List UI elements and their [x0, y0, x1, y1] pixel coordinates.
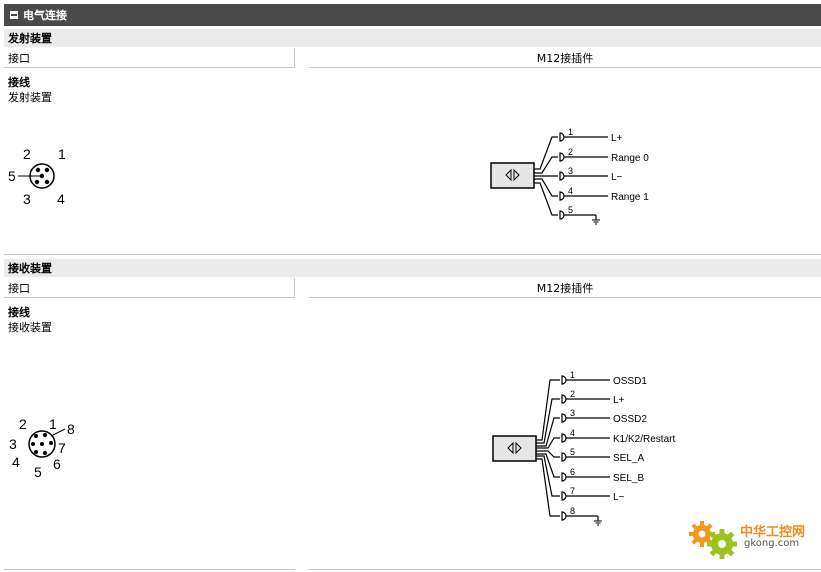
- receiver-pin-3: 3: [9, 436, 17, 452]
- receiver-wire-num-5: 5: [570, 447, 575, 457]
- ground-icon: [592, 219, 600, 225]
- section-divider: [4, 254, 821, 255]
- receiver-wire-num-2: 2: [570, 389, 575, 399]
- receiver-section-title: 接收装置: [8, 262, 52, 275]
- emitter-wire-num-3: 3: [568, 166, 573, 176]
- emitter-wire-label-3: L−: [611, 172, 623, 183]
- collapse-minus-icon[interactable]: [10, 11, 18, 19]
- receiver-pin-2: 2: [19, 416, 27, 432]
- receiver-wire-num-1: 1: [570, 370, 575, 380]
- emitter-wire-num-5: 5: [568, 205, 573, 215]
- emitter-wiring-subtitle: 发射装置: [8, 91, 52, 104]
- site-watermark: 中华工控网 gkong.com: [686, 516, 816, 566]
- watermark-title: 中华工控网: [740, 525, 806, 540]
- gears-logo-icon: [689, 521, 737, 559]
- emitter-wiring-title: 接线: [8, 76, 30, 89]
- sensor-box-icon: [492, 435, 537, 462]
- receiver-interface-label-text: 接口: [8, 281, 30, 295]
- emitter-interface-label-text: 接口: [8, 51, 30, 65]
- receiver-wire-label-7: L−: [613, 492, 625, 503]
- panel-header[interactable]: 电气连接: [4, 4, 821, 26]
- emitter-interface-value: M12接插件: [309, 48, 821, 68]
- receiver-wire-label-5: SEL_A: [613, 453, 644, 464]
- emitter-pin-2: 2: [23, 146, 31, 162]
- emitter-pin-5: 5: [8, 168, 16, 184]
- emitter-section-title: 发射装置: [8, 32, 52, 45]
- receiver-wiring-subtitle: 接收装置: [8, 321, 52, 334]
- receiver-connector-pinout: 2 1 8 3 7 4 6 5: [9, 416, 75, 480]
- receiver-interface-label: 接口: [4, 278, 295, 298]
- receiver-interface-value: M12接插件: [309, 278, 821, 298]
- ground-icon: [594, 520, 602, 526]
- emitter-wire-label-1: L+: [611, 133, 623, 144]
- receiver-wire-num-8: 8: [570, 506, 575, 516]
- receiver-pin-7: 7: [58, 440, 66, 456]
- emitter-pin-3: 3: [23, 191, 31, 207]
- emitter-interface-label: 接口: [4, 48, 295, 68]
- emitter-wire-num-2: 2: [568, 147, 573, 157]
- emitter-section-header: 发射装置: [4, 29, 821, 47]
- receiver-section-header: 接收装置: [4, 259, 821, 277]
- receiver-wire-label-3: OSSD2: [613, 414, 647, 425]
- receiver-wire-num-4: 4: [570, 428, 575, 438]
- receiver-interface-value-text: M12接插件: [536, 281, 594, 295]
- sensor-box-icon: [490, 162, 535, 189]
- bottom-divider-right: [309, 569, 821, 570]
- receiver-pin-1: 1: [49, 416, 57, 432]
- emitter-wire-label-2: Range 0: [611, 153, 649, 164]
- receiver-pin-8: 8: [67, 421, 75, 437]
- emitter-wire-num-4: 4: [568, 186, 573, 196]
- panel-title: 电气连接: [23, 9, 67, 22]
- receiver-wiring-title: 接线: [8, 306, 30, 319]
- bottom-divider-left: [4, 569, 295, 570]
- receiver-pin-4: 4: [12, 454, 20, 470]
- receiver-wire-label-4: K1/K2/Restart: [613, 434, 675, 445]
- emitter-wiring-diagram: 1 2 3 4 5 L+ Range 0 L− Range 1: [490, 127, 649, 225]
- watermark-subtitle: gkong.com: [744, 538, 800, 549]
- emitter-pin-1: 1: [58, 146, 66, 162]
- receiver-wire-label-6: SEL_B: [613, 473, 644, 484]
- receiver-wire-label-1: OSSD1: [613, 376, 647, 387]
- receiver-wire-num-7: 7: [570, 486, 575, 496]
- receiver-wire-label-2: L+: [613, 395, 625, 406]
- receiver-pin-5: 5: [34, 464, 42, 480]
- emitter-connector-pinout: 2 1 5 3 4: [8, 146, 66, 207]
- receiver-wire-num-3: 3: [570, 408, 575, 418]
- receiver-wiring-diagram: 1 2 3 4 5 6 7 8 OSSD1 L+ OSSD2 K1/K2/Res…: [492, 370, 675, 526]
- emitter-wire-label-4: Range 1: [611, 192, 649, 203]
- emitter-interface-value-text: M12接插件: [536, 51, 594, 65]
- emitter-wire-num-1: 1: [568, 127, 573, 137]
- emitter-pin-4: 4: [57, 191, 65, 207]
- receiver-wire-num-6: 6: [570, 467, 575, 477]
- receiver-pin-6: 6: [53, 456, 61, 472]
